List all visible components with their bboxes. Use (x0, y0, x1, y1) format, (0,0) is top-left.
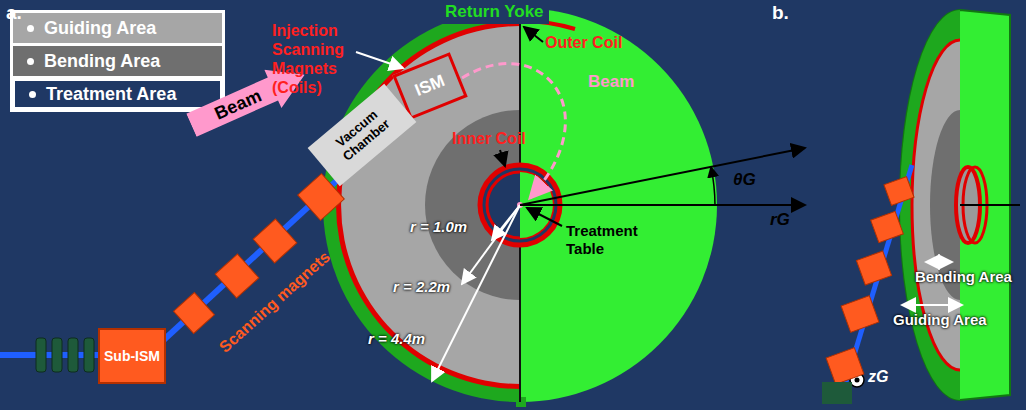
gantry-b (822, 10, 1020, 404)
part-name: Return Yoke (440, 0, 549, 24)
part-name: Bending Area (915, 268, 1012, 286)
legend-swatch: Bending Area (13, 46, 222, 76)
bullet-dot (29, 91, 36, 98)
legend-box: Guiding AreaBending AreaTreatment Area (10, 10, 225, 112)
legend-swatch: Guiding Area (13, 13, 222, 43)
gantry-a (0, 3, 864, 407)
dimension: r = 1.0m (410, 218, 467, 236)
axis-symbol: zG (868, 368, 888, 387)
part-name: Treatment Table (566, 222, 654, 257)
beam-label: Beam (588, 72, 634, 92)
node-label: Sub-ISM (104, 348, 160, 364)
part-name: Guiding Area (893, 311, 987, 329)
node-texts: ISM (412, 71, 447, 100)
panel-letter: a. (6, 2, 22, 24)
part-name: Injection Scanning Magnets (Coils) (272, 22, 354, 98)
bullet-dot (27, 25, 34, 32)
panel-letter: b. (772, 2, 789, 24)
part-name: Outer Coil (545, 34, 622, 53)
bullet-dot (27, 58, 34, 65)
angle-symbol: θG (733, 170, 756, 190)
axis-symbol: rG (770, 210, 790, 230)
legend-text: Guiding Area (44, 18, 156, 39)
legend-swatch: Treatment Area (13, 79, 222, 109)
node-label: ISM (412, 71, 447, 100)
part-name: Inner Coil (452, 130, 526, 149)
node-texts: Sub-ISM (104, 348, 160, 364)
legend-text: Bending Area (44, 51, 160, 72)
dimension: r = 4.4m (368, 330, 425, 348)
legend-text: Treatment Area (46, 84, 176, 105)
sub-magnet-box: Sub-ISM (98, 328, 166, 384)
dimension: r = 2.2m (393, 278, 450, 296)
